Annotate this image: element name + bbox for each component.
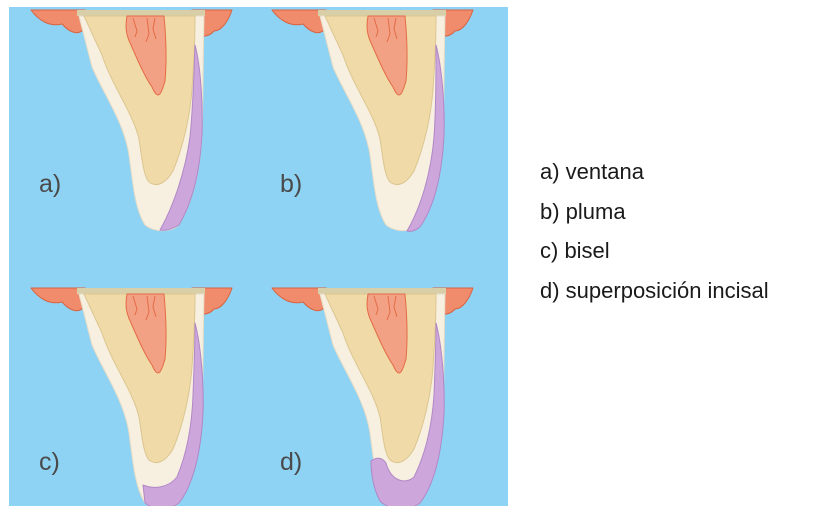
legend-item-bevel: c) bisel	[540, 231, 840, 271]
panel-label: c)	[39, 448, 60, 476]
crown-line	[318, 10, 446, 16]
legend: a) ventana b) pluma c) bisel d) superpos…	[540, 152, 840, 310]
panel-label: d)	[280, 448, 302, 476]
crown-line	[77, 10, 205, 16]
crown-line	[77, 288, 205, 294]
tooth-preparation-diagram: a) b) c)	[9, 7, 508, 506]
legend-item-incisal-overlap: d) superposición incisal	[540, 271, 840, 311]
tooth-preparation-figure: a) b) c)	[9, 7, 508, 506]
crown-line	[318, 288, 446, 294]
legend-item-window: a) ventana	[540, 152, 840, 192]
legend-item-feather: b) pluma	[540, 192, 840, 232]
panel-label: a)	[39, 170, 61, 198]
panel-label: b)	[280, 170, 302, 198]
